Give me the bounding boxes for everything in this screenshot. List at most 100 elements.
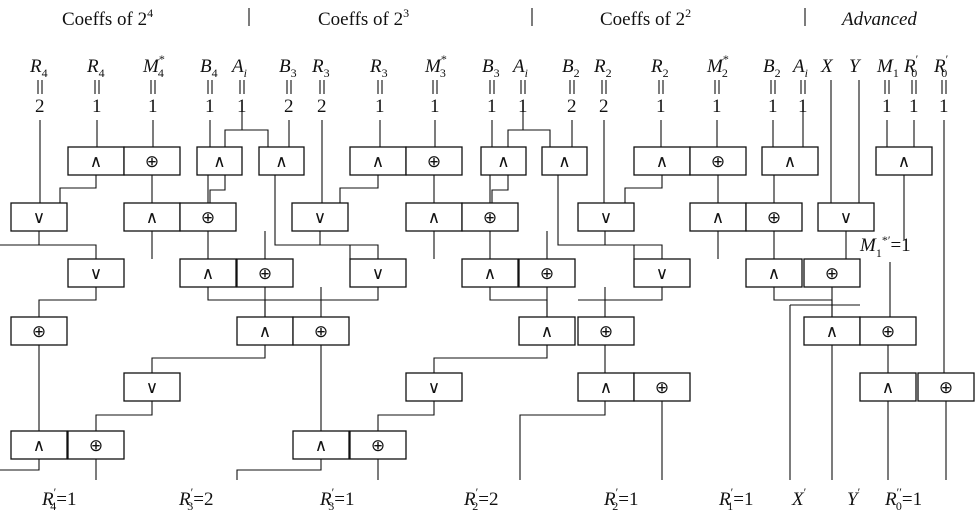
- or-gate: ∨: [67, 258, 125, 288]
- and-gate: ∧: [518, 316, 576, 346]
- gate-box: [803, 316, 861, 346]
- gate-box: [292, 430, 350, 460]
- xor-symbol: ⊕: [371, 436, 385, 456]
- input-r2: R2 2: [593, 56, 612, 117]
- input-labels: R42R41M*41B41Ai1B32R32R31M*31B31Ai1B22R2…: [29, 52, 949, 117]
- wire: [59, 175, 97, 203]
- wire: [38, 287, 97, 317]
- gate-box: [123, 146, 181, 176]
- gate-box: [67, 258, 125, 288]
- input-label: B3: [279, 56, 297, 80]
- input-label: R3: [311, 56, 330, 80]
- gate-box: [405, 202, 463, 232]
- input-value: 2: [35, 96, 45, 117]
- gate-box: [917, 372, 975, 402]
- gate-box: [859, 316, 917, 346]
- or-gate: ∨: [10, 202, 68, 232]
- input-value: 2: [599, 96, 609, 117]
- and-symbol: ∧: [213, 152, 225, 172]
- section-title-advanced: Advanced: [840, 9, 917, 30]
- or-symbol: ∨: [33, 208, 45, 228]
- xor-gate: ⊕: [745, 202, 803, 232]
- xor-symbol: ⊕: [939, 378, 953, 398]
- xor-symbol: ⊕: [655, 378, 669, 398]
- input-b2: B22: [562, 56, 580, 117]
- input-label: Ai: [791, 56, 808, 80]
- input-value: 1: [205, 96, 215, 117]
- wire: [95, 401, 153, 431]
- input-label: B3: [482, 56, 500, 80]
- and-symbol: ∧: [826, 322, 838, 342]
- or-symbol: ∨: [90, 264, 102, 284]
- xor-symbol: ⊕: [32, 322, 46, 342]
- input-label: M*3: [424, 52, 447, 80]
- and-symbol: ∧: [712, 208, 724, 228]
- input-value: 1: [487, 96, 497, 117]
- input-label: X: [820, 56, 834, 77]
- input-value: 1: [939, 96, 949, 117]
- wire: [519, 401, 606, 480]
- wire: [624, 175, 663, 203]
- input-r2: R21: [650, 56, 669, 117]
- and-symbol: ∧: [146, 208, 158, 228]
- gate-box: [817, 202, 875, 232]
- and-symbol: ∧: [315, 436, 327, 456]
- gate-box: [10, 430, 68, 460]
- output-label: R′′0=1: [884, 485, 922, 513]
- wire: [604, 231, 663, 259]
- input-label: R2: [593, 56, 612, 80]
- gate-box: [349, 430, 407, 460]
- and-gate: ∧: [405, 202, 463, 232]
- and-gate: ∧: [196, 146, 243, 176]
- and-symbol: ∧: [656, 152, 668, 172]
- or-symbol: ∨: [146, 378, 158, 398]
- output-label: R′4=1: [41, 485, 76, 513]
- and-symbol: ∧: [558, 152, 570, 172]
- wire: [207, 287, 266, 317]
- wire: [209, 175, 226, 203]
- gate-box: [541, 146, 588, 176]
- output-label: R′3=1: [319, 485, 354, 513]
- and-symbol: ∧: [898, 152, 910, 172]
- gate-box: [745, 258, 803, 288]
- wire: [242, 129, 269, 147]
- xor-gate: ⊕: [803, 258, 861, 288]
- and-gate: ∧: [67, 146, 125, 176]
- gate-box: [461, 202, 519, 232]
- and-gate: ∧: [577, 372, 635, 402]
- xor-symbol: ⊕: [881, 322, 895, 342]
- xor-gate: ⊕: [577, 316, 635, 346]
- and-gate: ∧: [461, 258, 519, 288]
- xor-symbol: ⊕: [767, 208, 781, 228]
- and-symbol: ∧: [33, 436, 45, 456]
- gate-box: [859, 372, 917, 402]
- input-label: R′0: [933, 52, 949, 80]
- gate-box: [633, 258, 691, 288]
- output-label: Y′: [847, 485, 861, 510]
- gate-box: [258, 146, 305, 176]
- xor-gate: ⊕: [461, 202, 519, 232]
- input-m2: M*21: [706, 52, 729, 117]
- gates: ∧⊕∧∧∧⊕∧∧∧⊕∧∧∨∧⊕∨∧⊕∨∧⊕∨∨∧⊕∨∧⊕∨∧⊕⊕∧⊕∧⊕∧⊕∨∨…: [10, 146, 975, 460]
- output-label: X′: [791, 485, 807, 510]
- gate-box: [349, 146, 407, 176]
- input-b2: B21: [763, 56, 781, 117]
- and-symbol: ∧: [90, 152, 102, 172]
- and-symbol: ∧: [259, 322, 271, 342]
- and-symbol: ∧: [768, 264, 780, 284]
- xor-symbol: ⊕: [145, 152, 159, 172]
- section-title-2-pow-3: Coeffs of 23: [318, 6, 409, 30]
- or-gate: ∨: [817, 202, 875, 232]
- and-symbol: ∧: [372, 152, 384, 172]
- xor-symbol: ⊕: [201, 208, 215, 228]
- gate-box: [875, 146, 933, 176]
- xor-gate: ⊕: [179, 202, 237, 232]
- wire: [557, 175, 635, 259]
- gate-box: [123, 202, 181, 232]
- and-symbol: ∧: [882, 378, 894, 398]
- input-value: 1: [768, 96, 778, 117]
- and-symbol: ∧: [484, 264, 496, 284]
- and-symbol: ∧: [428, 208, 440, 228]
- input-y: Y: [849, 56, 862, 77]
- or-gate: ∨: [291, 202, 349, 232]
